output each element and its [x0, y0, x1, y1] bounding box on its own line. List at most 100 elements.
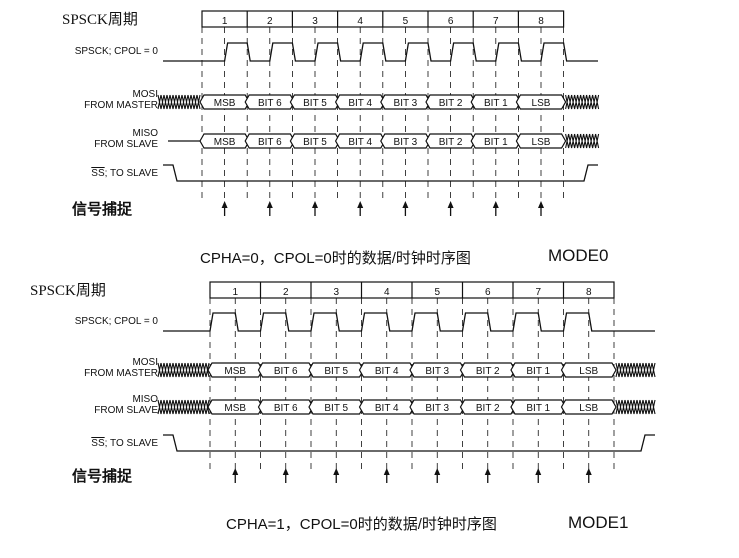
miso-lane-bit-label: BIT 2 [476, 403, 500, 414]
mosi-lane-hatch-right [615, 362, 656, 378]
cycle-number: 8 [586, 287, 592, 298]
capture-arrow-head [535, 468, 542, 475]
cycle-number: 2 [267, 16, 273, 27]
cycle-number: 1 [222, 16, 228, 27]
caption-mode0: CPHA=0，CPOL=0时的数据/时钟时序图 [200, 250, 471, 267]
label-mosi: MOSI [132, 89, 158, 100]
miso-lane-bit-label: BIT 1 [526, 403, 550, 414]
mosi-lane-bit-label: BIT 2 [476, 366, 500, 377]
mosi-lane-bit-label: BIT 6 [274, 366, 298, 377]
ss-waveform [163, 434, 655, 452]
miso-lane-bit-label: BIT 1 [484, 137, 508, 148]
label-ss-overbar: SS [91, 438, 105, 449]
miso-lane-bit-cell [515, 133, 567, 149]
mode-label-mode0: MODE0 [548, 246, 609, 265]
miso-lane-bit-label: BIT 3 [425, 403, 449, 414]
miso-lane-bit-label: BIT 4 [348, 137, 372, 148]
mosi-lane-bit-label: LSB [532, 98, 551, 109]
label-ss-rest: ; TO SLAVE [105, 168, 159, 179]
mosi-lane-bit-cell [560, 362, 617, 378]
miso-lane-hatch-right [615, 399, 656, 415]
capture-arrow-head [383, 468, 390, 475]
mosi-lane-bit-label: BIT 1 [484, 98, 508, 109]
caption-mode1: CPHA=1，CPOL=0时的数据/时钟时序图 [226, 516, 497, 533]
mosi-lane-hatch-left [157, 94, 201, 110]
mosi-lane-bit-label: MSB [214, 98, 236, 109]
cycle-number: 4 [357, 16, 363, 27]
capture-label: 信号捕捉 [72, 200, 133, 218]
mosi-lane-bit-label: BIT 5 [324, 366, 348, 377]
cycle-number: 7 [535, 287, 541, 298]
miso-lane-bit-label: MSB [214, 137, 236, 148]
miso-lane-hatch-right [565, 133, 600, 149]
miso-lane-hatch-left [157, 399, 210, 415]
capture-arrow-head [282, 468, 289, 475]
miso-lane-bit-cell [560, 399, 617, 415]
label-ss: SS; TO SLAVE [91, 438, 158, 449]
label-sck: SPSCK; CPOL = 0 [75, 316, 159, 327]
mosi-lane-hatch-left [157, 362, 210, 378]
miso-lane-bit-label: MSB [224, 403, 246, 414]
miso-lane-bit-label: BIT 4 [375, 403, 399, 414]
cycle-number: 3 [333, 287, 339, 298]
label-ss-rest: ; TO SLAVE [105, 438, 159, 449]
mosi-lane-bit-label: BIT 3 [425, 366, 449, 377]
cycle-number: 2 [283, 287, 289, 298]
capture-arrow-head [585, 468, 592, 475]
capture-arrow-head [402, 201, 409, 208]
period-label: SPSCK周期 [30, 282, 106, 299]
miso-lane-bit-label: BIT 6 [258, 137, 282, 148]
cycle-number: 6 [448, 16, 454, 27]
label-mosi: MOSI [132, 357, 158, 368]
mosi-lane-hatch-right [565, 94, 600, 110]
cycle-number: 3 [312, 16, 318, 27]
capture-arrow-head [434, 468, 441, 475]
capture-arrow-head [447, 201, 454, 208]
miso-lane-bit-label: LSB [579, 403, 598, 414]
capture-arrow-head [333, 468, 340, 475]
label-ss: SS; TO SLAVE [91, 168, 158, 179]
capture-arrow-head [538, 201, 544, 208]
label-miso: MISO [132, 394, 158, 405]
label-miso: MISO [132, 128, 158, 139]
mosi-lane-bit-label: BIT 5 [303, 98, 327, 109]
cycle-number: 5 [434, 287, 440, 298]
miso-lane-bit-label: BIT 3 [394, 137, 418, 148]
mosi-lane-bit-label: BIT 3 [394, 98, 418, 109]
miso-lane-bit-label: BIT 6 [274, 403, 298, 414]
cycle-number: 4 [384, 287, 390, 298]
mosi-lane-bit-label: LSB [579, 366, 598, 377]
mosi-lane-bit-label: BIT 4 [348, 98, 372, 109]
miso-lane-bit-label: BIT 5 [324, 403, 348, 414]
label-mosi-from: FROM MASTER [84, 100, 158, 111]
capture-arrow-head [221, 201, 228, 208]
cycle-number: 8 [538, 16, 544, 27]
mosi-lane-bit-cell [515, 94, 567, 110]
sck-waveform [163, 42, 598, 62]
period-label: SPSCK周期 [62, 11, 138, 28]
cycle-number: 5 [403, 16, 409, 27]
label-ss-overbar: SS [91, 168, 105, 179]
cycle-number: 1 [232, 287, 238, 298]
capture-arrow-head [266, 201, 273, 208]
miso-lane-bit-label: BIT 2 [439, 137, 463, 148]
mosi-lane-bit-label: BIT 1 [526, 366, 550, 377]
cycle-number: 7 [493, 16, 499, 27]
capture-arrow-head [357, 201, 364, 208]
mode-label-mode1: MODE1 [568, 513, 629, 532]
mosi-lane-bit-label: BIT 2 [439, 98, 463, 109]
capture-arrow-head [232, 468, 239, 475]
label-miso-from: FROM SLAVE [94, 405, 158, 416]
capture-arrow-head [484, 468, 491, 475]
mosi-lane-bit-label: BIT 4 [375, 366, 399, 377]
miso-lane: MSB BIT 6 BIT 5 BIT 4 BIT 3 BIT 2 BIT 1 LSB [157, 399, 656, 415]
cycle-number: 6 [485, 287, 491, 298]
label-miso-from: FROM SLAVE [94, 139, 158, 150]
label-sck: SPSCK; CPOL = 0 [75, 46, 159, 57]
